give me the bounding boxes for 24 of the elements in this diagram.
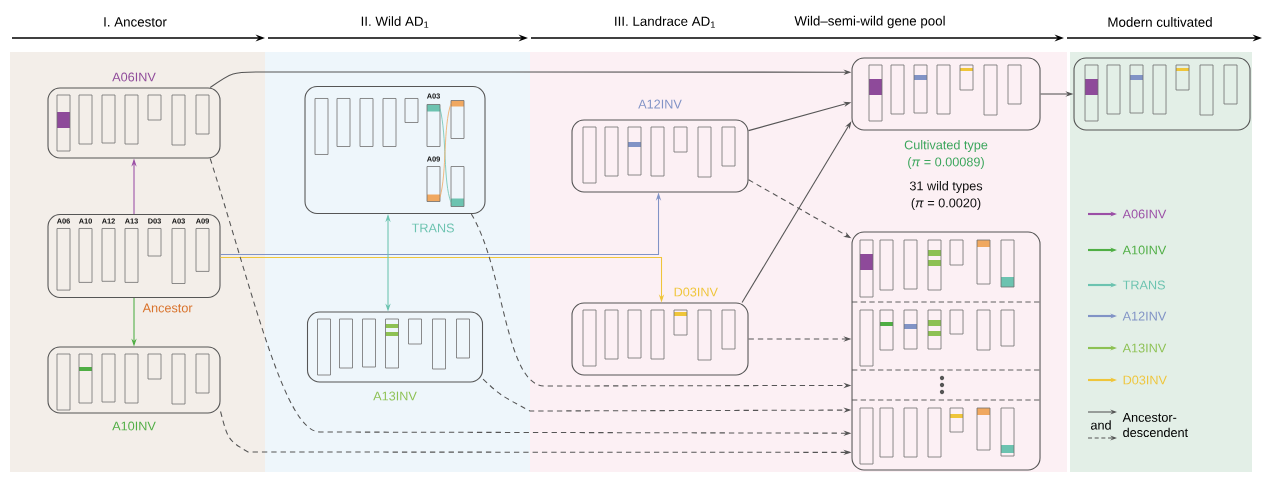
inversion-label: A10INV	[112, 421, 156, 431]
diversity-label: (π = 0.00089)	[908, 157, 984, 169]
inversion-label: TRANS	[411, 223, 454, 233]
stage-heading: Modern cultivated	[1108, 17, 1212, 27]
legend-label: Ancestor-descendent	[1122, 413, 1188, 438]
legend-label: A12INV	[1122, 311, 1167, 321]
legend-label: A13INV	[1122, 343, 1167, 353]
inversion-label: A12INV	[638, 99, 682, 109]
ancestor-label: Ancestor	[142, 303, 193, 313]
legend-label: A06INV	[1122, 209, 1167, 219]
stage-heading: II. Wild AD$_{1}$	[361, 16, 429, 28]
inversion-label: A13INV	[373, 391, 417, 401]
stage-heading: III. Landrace AD$_{1}$	[615, 16, 715, 28]
legend-label: D03INV	[1123, 375, 1167, 385]
stage-heading: I. Ancestor	[104, 17, 167, 27]
stage-heading: Wild–semi-wild gene pool	[794, 15, 945, 29]
inversion-label: D03INV	[674, 287, 718, 297]
legend-label: A10INV	[1122, 245, 1167, 255]
type-label: Cultivated type	[904, 140, 988, 152]
legend-label: TRANS	[1122, 280, 1165, 290]
conjunction-label: and	[1091, 420, 1111, 430]
type-label: 31 wild types	[909, 181, 983, 193]
inversion-label: A06INV	[112, 72, 156, 82]
diversity-label: (π = 0.0020)	[911, 198, 981, 210]
